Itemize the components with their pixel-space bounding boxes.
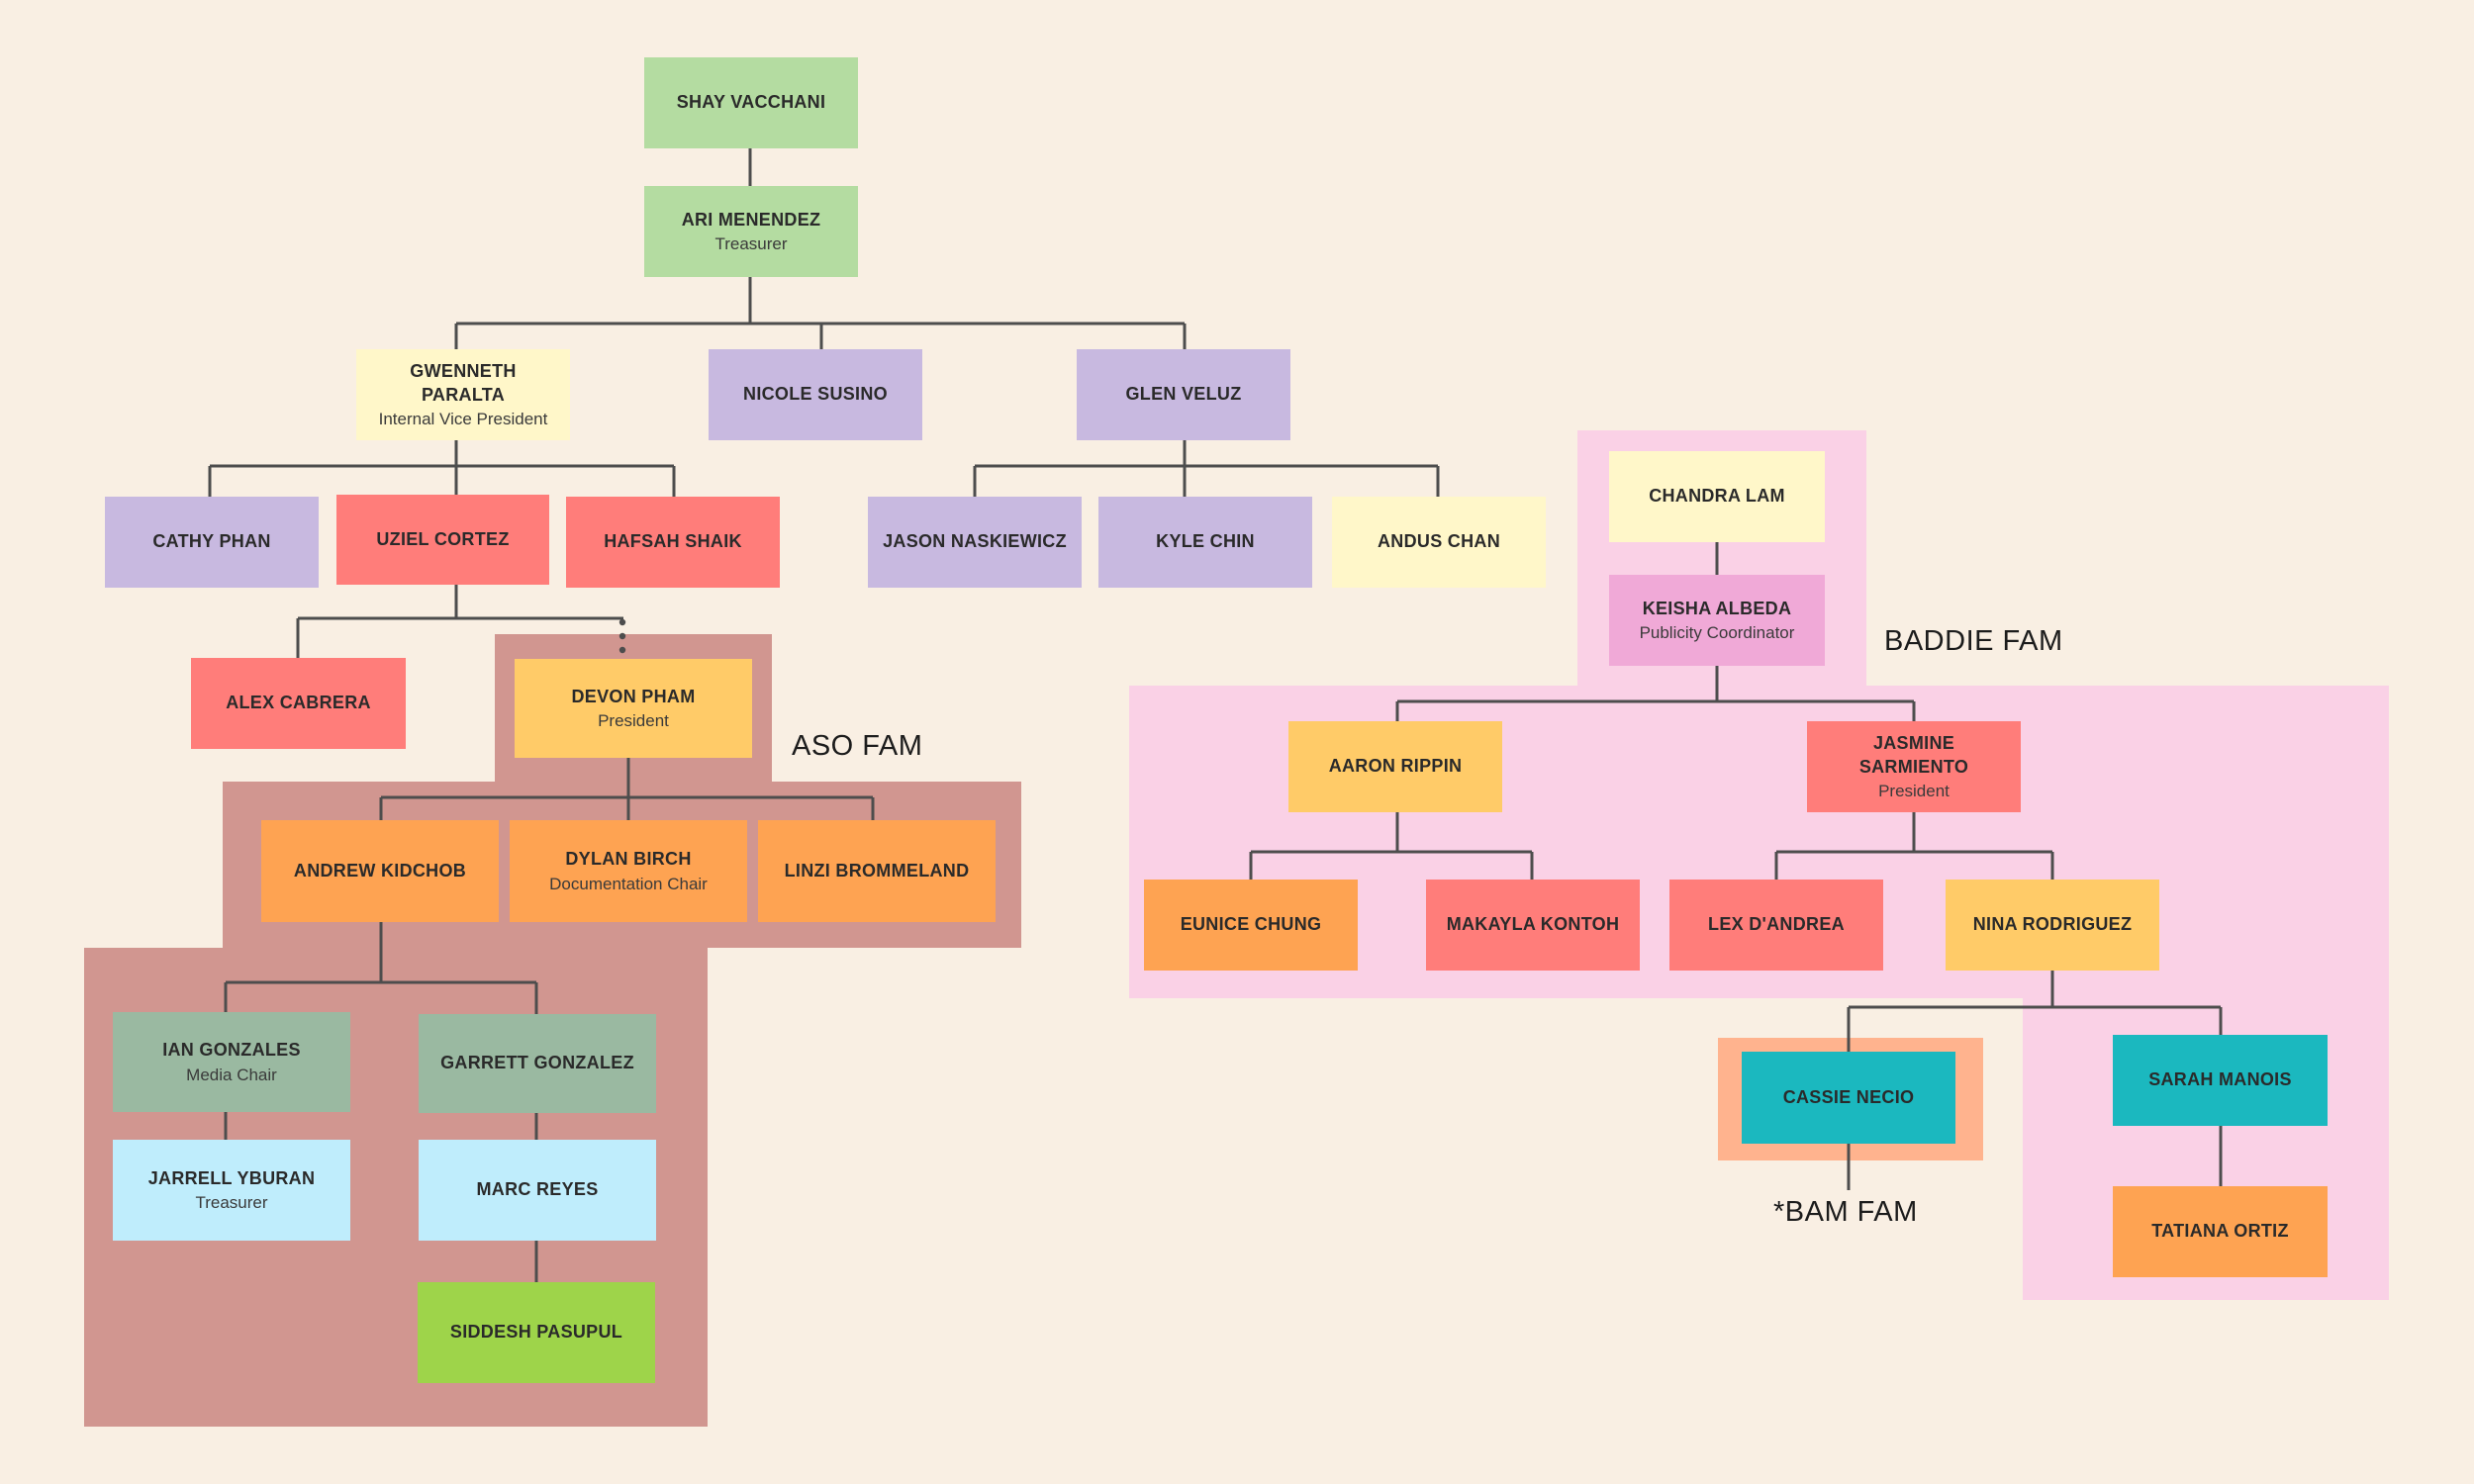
person-name: LINZI BROMMELAND [784,860,970,881]
person-role: President [1878,781,1950,800]
person-role: Publicity Coordinator [1639,623,1795,643]
person-role: Documentation Chair [549,874,708,893]
person-nina-rodriguez[interactable]: NINA RODRIGUEZ [1946,880,2159,971]
person-lex-dandrea[interactable]: LEX D'ANDREA [1669,880,1883,971]
person-name: TATIANA ORTIZ [2151,1221,2289,1242]
person-chandra-lam[interactable]: CHANDRA LAM [1609,451,1825,542]
person-name: ANDREW KIDCHOB [293,860,467,881]
person-name: KYLE CHIN [1156,531,1255,552]
person-keisha-albeda[interactable]: KEISHA ALBEDA Publicity Coordinator [1609,575,1825,666]
person-dylan-birch[interactable]: DYLAN BIRCH Documentation Chair [510,820,747,922]
person-name: KEISHA ALBEDA [1642,598,1792,618]
person-ian-gonzales[interactable]: IAN GONZALES Media Chair [113,1012,350,1112]
person-ari-menendez[interactable]: ARI MENENDEZ Treasurer [644,186,858,277]
person-name: SARAH MANOIS [2148,1069,2292,1090]
person-sarah-manois[interactable]: SARAH MANOIS [2113,1035,2328,1126]
person-jasmine-sarmiento[interactable]: JASMINE SARMIENTO President [1807,721,2021,812]
person-name: NICOLE SUSINO [743,384,888,405]
person-garrett-gonzalez[interactable]: GARRETT GONZALEZ [419,1014,656,1113]
person-name: SIDDESH PASUPUL [449,1322,623,1343]
person-name: DYLAN BIRCH [565,849,692,870]
person-jason-naskiewicz[interactable]: JASON NASKIEWICZ [868,497,1082,588]
person-kyle-chin[interactable]: KYLE CHIN [1098,497,1312,588]
person-name: CATHY PHAN [152,531,271,552]
person-name: MARC REYES [476,1179,599,1200]
person-name: MAKAYLA KONTOH [1446,914,1620,935]
person-siddesh-pasupul[interactable]: SIDDESH PASUPUL [418,1282,655,1383]
person-name: ARI MENENDEZ [681,209,821,230]
person-andus-chan[interactable]: ANDUS CHAN [1332,497,1546,588]
aso-fam-label: ASO FAM [792,730,923,762]
person-name: JASMINE SARMIENTO [1858,733,1969,777]
person-name: UZIEL CORTEZ [376,528,510,549]
person-role: Treasurer [195,1193,268,1213]
person-linzi-brommeland[interactable]: LINZI BROMMELAND [758,820,996,922]
person-name: DEVON PHAM [571,686,696,706]
person-uziel-cortez[interactable]: UZIEL CORTEZ [336,495,549,585]
person-name: GLEN VELUZ [1125,384,1242,405]
bam-fam-label: *BAM FAM [1773,1196,1918,1228]
person-name: NINA RODRIGUEZ [1972,914,2133,935]
person-cathy-phan[interactable]: CATHY PHAN [105,497,319,588]
person-aaron-rippin[interactable]: AARON RIPPIN [1288,721,1502,812]
person-name: CASSIE NECIO [1782,1086,1915,1107]
person-makayla-kontoh[interactable]: MAKAYLA KONTOH [1426,880,1640,971]
person-marc-reyes[interactable]: MARC REYES [419,1140,656,1241]
person-name: AARON RIPPIN [1328,756,1463,777]
person-name: GWENNETH PARALTA [410,361,517,405]
person-gwenneth-paralta[interactable]: GWENNETH PARALTA Internal Vice President [356,349,570,440]
person-alex-cabrera[interactable]: ALEX CABRERA [191,658,406,749]
person-hafsah-shaik[interactable]: HAFSAH SHAIK [566,497,780,588]
person-name: ANDUS CHAN [1378,531,1500,552]
baddie-fam-label: BADDIE FAM [1884,625,2063,657]
person-nicole-susino[interactable]: NICOLE SUSINO [709,349,922,440]
person-andrew-kidchob[interactable]: ANDREW KIDCHOB [261,820,499,922]
person-role: Media Chair [186,1065,277,1084]
person-tatiana-ortiz[interactable]: TATIANA ORTIZ [2113,1186,2328,1277]
person-name: GARRETT GONZALEZ [440,1053,634,1073]
person-eunice-chung[interactable]: EUNICE CHUNG [1144,880,1358,971]
person-role: Treasurer [714,234,788,254]
person-name: HAFSAH SHAIK [604,531,742,552]
person-name: IAN GONZALES [162,1040,301,1061]
person-name: SHAY VACCHANI [676,92,826,113]
person-name: JARRELL YBURAN [147,1167,316,1188]
person-jarrell-yburan[interactable]: JARRELL YBURAN Treasurer [113,1140,350,1241]
person-name: LEX D'ANDREA [1708,914,1845,935]
person-role: President [598,711,669,731]
person-glen-veluz[interactable]: GLEN VELUZ [1077,349,1290,440]
person-name: EUNICE CHUNG [1180,914,1322,935]
person-devon-pham[interactable]: DEVON PHAM President [515,659,752,758]
person-name: JASON NASKIEWICZ [883,531,1067,552]
person-cassie-necio[interactable]: CASSIE NECIO [1742,1052,1955,1144]
person-name: CHANDRA LAM [1649,486,1785,507]
person-shay-vacchani[interactable]: SHAY VACCHANI [644,57,858,148]
person-role: Internal Vice President [378,409,548,428]
person-name: ALEX CABRERA [226,693,371,713]
